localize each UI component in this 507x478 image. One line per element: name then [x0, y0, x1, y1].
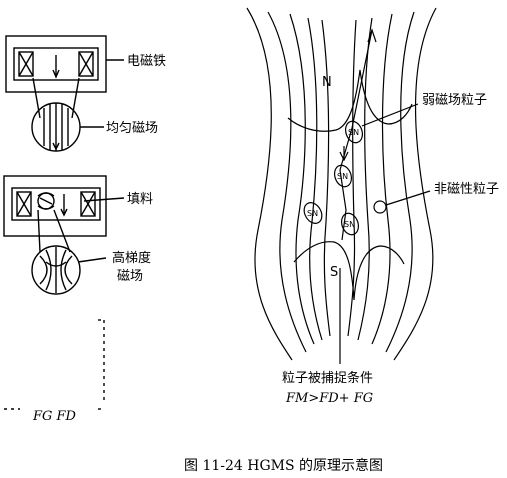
- pole-south: S: [330, 265, 338, 280]
- high-gradient-leader: [77, 257, 107, 263]
- pole-north: N: [322, 75, 332, 90]
- particle-mark-right: SN: [344, 220, 355, 229]
- field-lines: [246, 7, 437, 361]
- label-bottom-left-forces: FG FD: [32, 409, 77, 424]
- wire-lower-edge: [293, 241, 405, 301]
- label-high-gradient-2: 磁场: [117, 269, 143, 284]
- weak-particle-leader: [361, 103, 419, 127]
- particle-mark-top: SN: [348, 128, 359, 137]
- wire-upper-edge: [287, 69, 413, 132]
- label-weak-particle: 弱磁场粒子: [422, 93, 487, 108]
- label-electromagnet: 电磁铁: [127, 54, 166, 69]
- nonmagnetic-leader: [385, 190, 431, 206]
- dashed-fragment: [4, 319, 105, 410]
- particle-mark-left: SN: [307, 209, 318, 218]
- electromagnet-box: [5, 35, 107, 93]
- packing-box: [3, 175, 107, 237]
- figure-caption: 图 11-24 HGMS 的原理示意图: [184, 457, 383, 474]
- label-uniform-field: 均匀磁场: [106, 121, 158, 136]
- particle-trajectory: [339, 29, 373, 241]
- right-panel: [246, 7, 437, 364]
- label-high-gradient-1: 高梯度: [112, 250, 151, 266]
- label-capture-condition: 粒子被捕捉条件: [282, 370, 373, 386]
- high-gradient-circle: [31, 245, 81, 295]
- label-formula: FM>FD+ FG: [285, 391, 373, 406]
- label-nonmagnetic-particle: 非磁性粒子: [434, 182, 499, 197]
- nonmagnetic-particle-circle: [373, 200, 387, 214]
- label-packing: 填料: [127, 192, 153, 207]
- weak-particles: [303, 120, 364, 236]
- left-panel: [3, 35, 125, 410]
- packing-leader: [83, 197, 125, 202]
- uniform-field-circle: [31, 102, 81, 152]
- particle-mark-mid: SN: [337, 172, 348, 181]
